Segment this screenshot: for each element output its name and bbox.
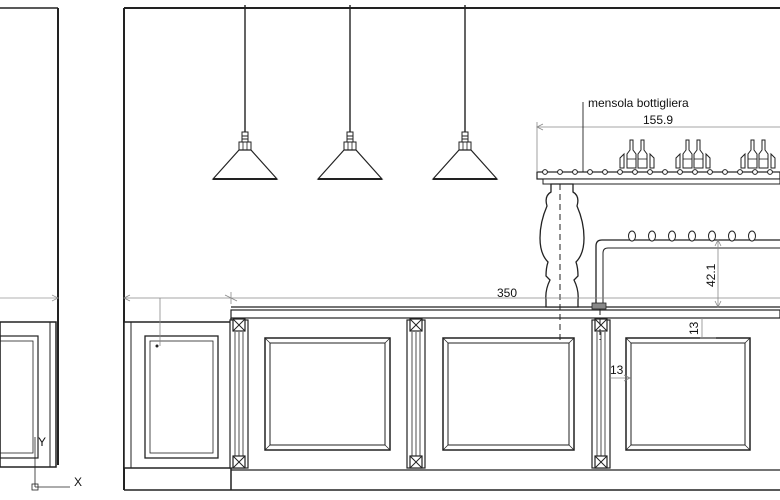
counter-panel-1 [264,337,391,451]
ucs-y-label: Y [38,435,46,449]
dimension-shelf-height[interactable]: 42.1 [704,263,718,287]
bottle-shelf [536,139,780,340]
pendant-lamps [212,4,498,180]
counter-panel-2 [442,337,575,451]
pendant-lamp-2 [317,4,383,180]
baluster-column [539,183,585,308]
dimension-lines: 350 155.9 mensola bottigliera 42.1 13 13 [123,96,780,382]
pilaster-2 [406,319,426,469]
back-bar-tap-unit [591,230,780,340]
bottle-group-1 [619,139,655,169]
pendant-lamp-3 [432,4,498,180]
dimension-counter-length[interactable]: 350 [497,286,517,300]
counter-panel-3 [625,337,751,451]
ucs-icon: Y X [31,435,82,491]
annotation-shelf-label[interactable]: mensola bottigliera [588,96,689,110]
bar-counter [229,306,780,490]
dimension-shelf-width[interactable]: 155.9 [643,113,673,127]
pilaster-1 [229,319,249,469]
bottle-group-2 [675,139,711,169]
dimension-panel-offset-top[interactable]: 13 [687,321,701,335]
pilaster-3 [591,319,611,469]
pendant-lamp-1 [212,4,278,180]
ucs-x-label: X [74,475,82,489]
dimension-panel-offset-side[interactable]: 13 [610,363,624,377]
bottle-group-3 [740,139,776,169]
left-elevation-fragment [0,7,59,468]
side-cabinet [123,321,232,469]
